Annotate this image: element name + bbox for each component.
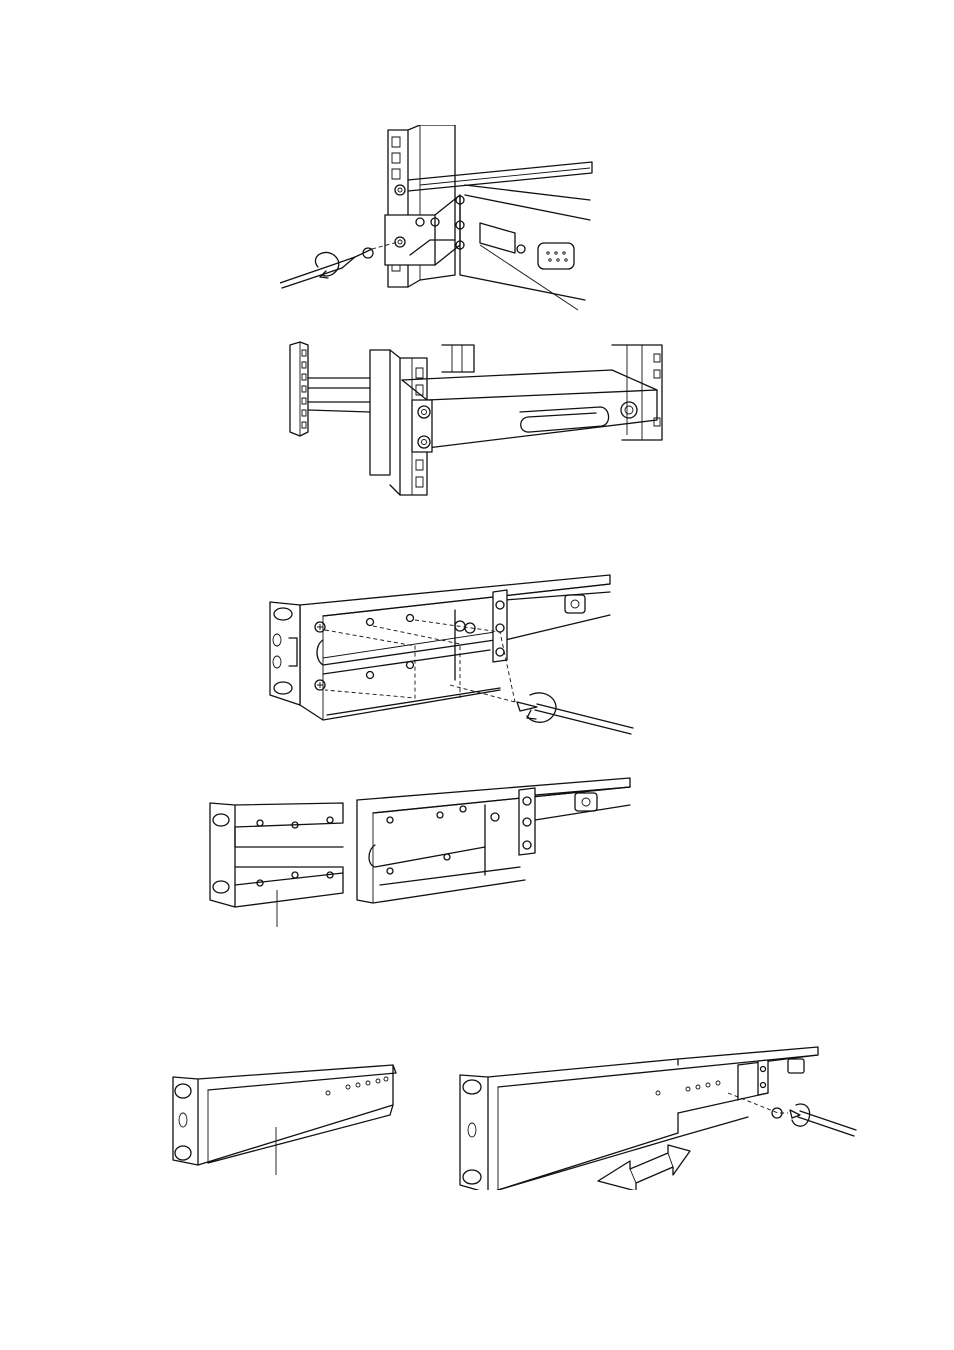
slide-rail — [357, 778, 630, 903]
rack-post-rear-right — [442, 345, 662, 440]
screwdriver — [280, 242, 398, 288]
figure-rear-bracket-mount — [280, 125, 600, 315]
vga-connector — [480, 223, 574, 269]
rack-post-rear-left — [290, 342, 308, 436]
figure-rail-length-adjust — [168, 1045, 858, 1190]
bracket-screws — [315, 615, 414, 691]
figure-bracket-separated — [205, 775, 635, 930]
screwdriver — [728, 1093, 856, 1136]
screwdriver — [517, 693, 633, 734]
rear-bracket — [385, 185, 464, 265]
device-chassis — [402, 370, 657, 448]
short-rail — [173, 1065, 396, 1165]
front-ear — [270, 602, 300, 705]
rack-post-front — [370, 350, 432, 495]
rack-rails — [308, 378, 370, 412]
slide-direction-arrow — [598, 1145, 690, 1190]
detached-bracket — [210, 803, 343, 907]
inner-bracket-plate — [455, 590, 507, 680]
figure-bracket-screw-removal — [265, 570, 637, 742]
figure-unit-installed-in-rack — [282, 340, 672, 500]
